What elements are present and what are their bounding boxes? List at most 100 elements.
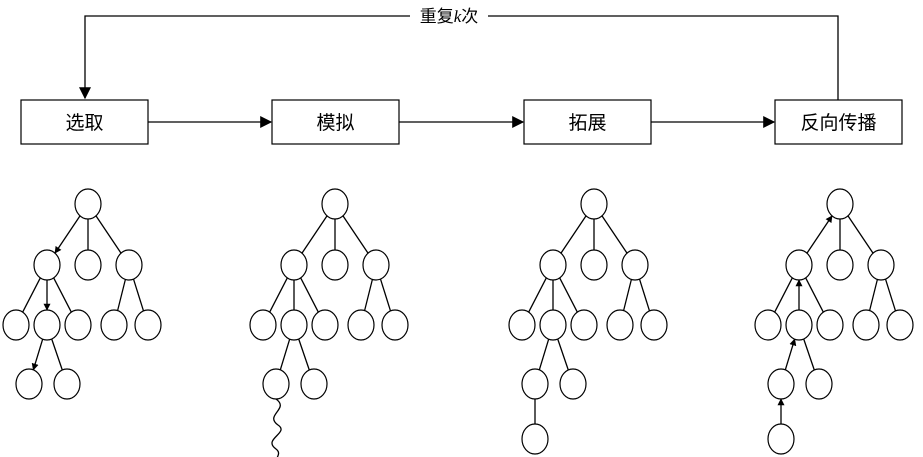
tree-edge	[560, 215, 587, 254]
tree-node	[262, 368, 290, 400]
tree-edge	[868, 279, 879, 311]
step-box	[20, 99, 149, 145]
tree-node	[2, 309, 30, 341]
tree-node	[785, 249, 813, 281]
tree-edge	[301, 215, 328, 254]
repeat-loop: 重复k次	[79, 7, 839, 100]
step-label: 拓展	[568, 112, 606, 134]
step-label: 反向传播	[800, 112, 876, 134]
tree-node	[74, 249, 102, 281]
tree-edge	[363, 279, 374, 311]
tree-edge	[622, 279, 633, 311]
step-label: 模拟	[316, 112, 354, 134]
tree-node	[621, 249, 649, 281]
tree-edge	[774, 277, 793, 313]
tree-node	[539, 309, 567, 341]
tree-arrow	[54, 215, 81, 254]
tree-edge	[803, 338, 815, 371]
tree-node	[580, 188, 608, 220]
tree-edge	[116, 279, 127, 311]
step-selection: 选取	[20, 99, 149, 145]
tree-node	[15, 368, 43, 400]
tree-edge	[300, 277, 319, 313]
tree-edge	[884, 278, 897, 312]
tree-edge	[298, 338, 310, 371]
tree-edge	[22, 277, 41, 313]
tree-arrow	[784, 338, 797, 371]
tree-node	[300, 368, 328, 400]
tree-edge	[132, 278, 145, 312]
tree-edge	[269, 277, 288, 313]
backprop-tree	[754, 188, 914, 455]
tree-node	[816, 309, 844, 341]
tree-node	[249, 309, 277, 341]
tree-node	[347, 309, 375, 341]
tree-node	[362, 249, 390, 281]
tree-node	[606, 309, 634, 341]
selection-tree	[2, 188, 162, 400]
tree-node	[134, 309, 162, 341]
expansion-tree	[508, 188, 668, 455]
tree-edge	[53, 277, 72, 313]
tree-node	[381, 309, 409, 341]
tree-node	[521, 423, 549, 455]
tree-node	[886, 309, 914, 341]
tree-node	[867, 249, 895, 281]
tree-node	[754, 309, 782, 341]
tree-node	[64, 309, 92, 341]
tree-node	[580, 249, 608, 281]
tree-node	[280, 249, 308, 281]
tree-edge	[638, 278, 651, 312]
tree-node	[33, 249, 61, 281]
step-box	[271, 99, 400, 145]
tree-node	[100, 309, 128, 341]
tree-node	[74, 188, 102, 220]
loop-line	[488, 15, 839, 100]
tree-node	[805, 368, 833, 400]
rollout-squiggle	[271, 398, 282, 457]
tree-node	[521, 368, 549, 400]
tree-node	[826, 188, 854, 220]
tree-node	[115, 249, 143, 281]
tree-edge	[538, 338, 550, 371]
tree-edge	[51, 338, 63, 371]
tree-node	[640, 309, 668, 341]
step-box	[523, 99, 652, 145]
step-box	[774, 99, 903, 145]
step-expansion: 拓展	[523, 99, 652, 145]
tree-node	[508, 309, 536, 341]
tree-edge	[95, 215, 122, 254]
simulation-tree	[249, 188, 409, 457]
tree-node	[852, 309, 880, 341]
step-simulation: 模拟	[271, 99, 400, 145]
tree-node	[570, 309, 598, 341]
tree-arrow	[806, 215, 833, 254]
tree-edge	[379, 278, 392, 312]
tree-arrow	[31, 338, 44, 371]
tree-edge	[601, 215, 628, 254]
tree-node	[321, 249, 349, 281]
step-label: 选取	[65, 112, 103, 134]
step-backpropagation: 反向传播	[774, 99, 903, 145]
tree-node	[767, 423, 795, 455]
loop-label: 重复k次	[420, 7, 479, 26]
tree-node	[321, 188, 349, 220]
tree-edge	[279, 338, 291, 371]
tree-node	[33, 309, 61, 341]
tree-node	[311, 309, 339, 341]
loop-line-return	[79, 15, 410, 100]
tree-node	[280, 309, 308, 341]
trees	[2, 188, 914, 457]
tree-node	[785, 309, 813, 341]
tree-edge	[805, 277, 824, 313]
tree-edge	[342, 215, 369, 254]
tree-node	[53, 368, 81, 400]
tree-edge	[557, 338, 569, 371]
tree-node	[826, 249, 854, 281]
tree-edge	[559, 277, 578, 313]
tree-node	[559, 368, 587, 400]
tree-node	[767, 368, 795, 400]
tree-edge	[847, 215, 874, 254]
tree-edge	[528, 277, 547, 313]
